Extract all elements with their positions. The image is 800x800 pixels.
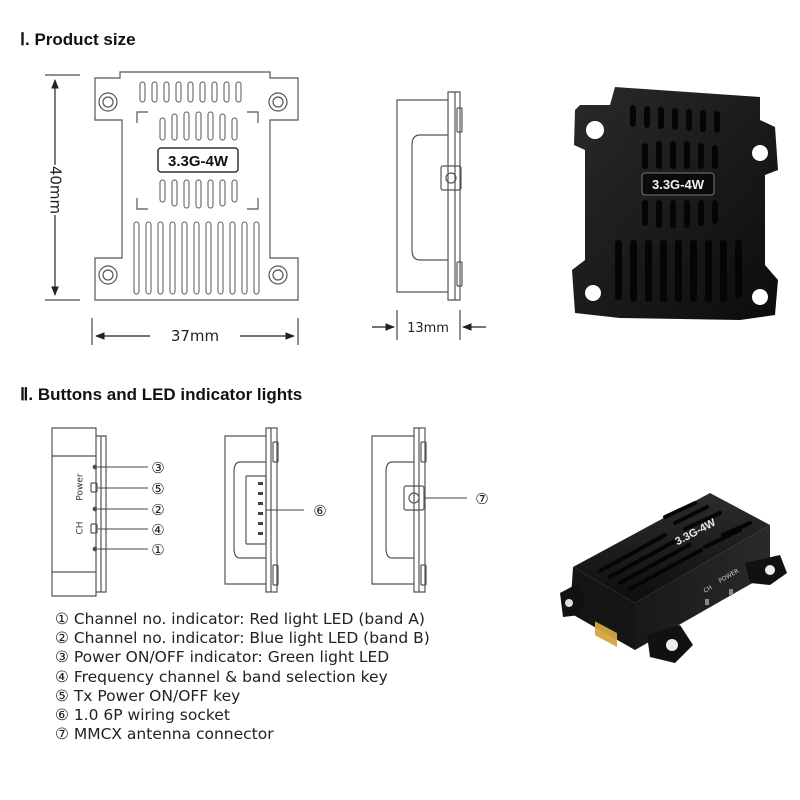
- led-side-view-drawing: [51, 427, 107, 597]
- callout-5: ⑤: [151, 480, 164, 498]
- device-photo-angled: 3.3G-4W CH POWER: [560, 493, 787, 663]
- section-title-product-size: Ⅰ. Product size: [20, 30, 136, 49]
- height-dimension: [45, 74, 80, 301]
- callout-3: ③: [151, 459, 164, 477]
- led-leader-lines: [98, 466, 148, 550]
- device-photo-top: 3.3G-4W: [572, 87, 778, 320]
- photo-top-product-label: 3.3G-4W: [652, 177, 705, 192]
- callout-4: ④: [151, 521, 164, 539]
- legend-item-3: ③ Power ON/OFF indicator: Green light LE…: [55, 648, 390, 667]
- callout-6: ⑥: [313, 502, 326, 520]
- legend-list: ① Channel no. indicator: Red light LED (…: [55, 610, 430, 744]
- depth-dimension-label: 13mm: [407, 321, 449, 336]
- legend-item-2: ② Channel no. indicator: Blue light LED …: [55, 629, 430, 648]
- ch-side-label: CH: [76, 521, 86, 534]
- side-view-drawing: [396, 91, 463, 301]
- height-dimension-label: 40mm: [47, 166, 65, 214]
- legend-item-6: ⑥ 1.0 6P wiring socket: [55, 706, 230, 725]
- antenna-view-drawing: [371, 427, 427, 593]
- front-view-product-label: 3.3G-4W: [168, 153, 229, 170]
- photo-ch-label: CH: [703, 584, 714, 594]
- width-dimension-label: 37mm: [171, 327, 219, 345]
- power-side-label: Power: [76, 473, 86, 501]
- depth-dimension: [372, 310, 486, 340]
- front-view-drawing: [94, 71, 299, 301]
- callout-2: ②: [151, 501, 164, 519]
- callout-1: ①: [151, 541, 164, 559]
- section-title-buttons-leds: Ⅱ. Buttons and LED indicator lights: [20, 385, 303, 404]
- legend-item-1: ① Channel no. indicator: Red light LED (…: [55, 610, 425, 628]
- socket-view-drawing: [224, 427, 279, 593]
- legend-item-5: ⑤ Tx Power ON/OFF key: [55, 686, 241, 705]
- width-dimension: [91, 318, 299, 345]
- legend-item-4: ④ Frequency channel & band selection key: [55, 667, 388, 686]
- callout-7: ⑦: [475, 490, 488, 508]
- legend-item-7: ⑦ MMCX antenna connector: [55, 725, 274, 744]
